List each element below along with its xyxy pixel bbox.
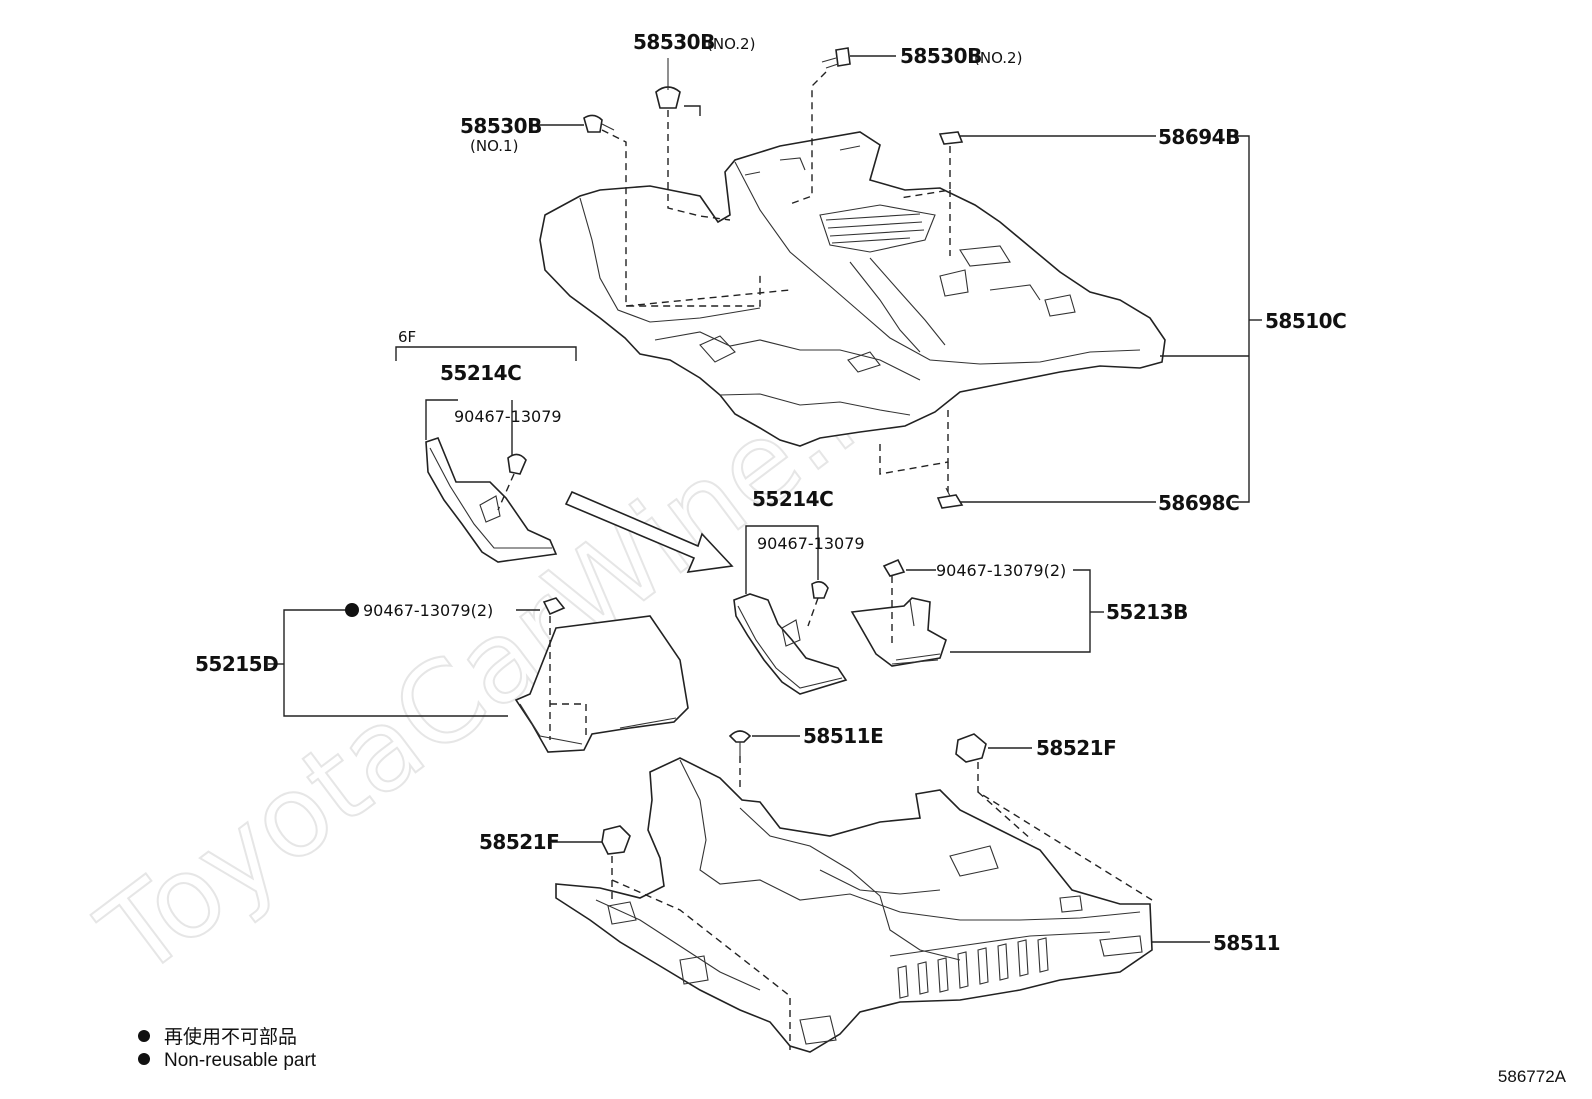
filled-circle-icon [138,1030,150,1042]
part-label-58530B-no2-right: 58530B (NO.2) [900,44,1022,68]
part-label-55215D: 55215D [195,652,278,676]
group-6F [395,346,577,361]
part-label-58698C: 58698C [1158,491,1239,515]
legend-text: 再使用不可部品 [164,1027,298,1048]
part-label-90467-mid: 90467-13079 [757,534,865,553]
part-label-58521F-left: 58521F [479,830,559,854]
part-number: 58530B [900,44,982,68]
part-label-58511: 58511 [1213,931,1280,955]
clip-58698C [936,487,964,509]
part-label-90467-left: 90467-13079 [454,407,562,426]
part-label-55214C-mid: 55214C [752,487,833,511]
part-label-58694B: 58694B [1158,125,1240,149]
fastener-58530B-no1 [583,114,615,133]
floor-silencer-58511-drawing [555,757,1153,1053]
clip-90467-mid [745,525,829,627]
fastener-58530B-no2-top [655,58,681,109]
clip-58511E [728,730,800,792]
clip-58521F-left [552,825,791,1050]
clip-58694B [938,131,964,145]
clip-90467-left [497,453,527,511]
fastener-58530B-no2-right [821,47,851,69]
legend-item-jp: 再使用不可部品 [138,1022,297,1049]
legend-text: Non-reusable part [164,1050,317,1071]
clip-58521F-right [955,733,1153,901]
part-label-90467-right: 90467-13079(2) [936,561,1066,580]
legend-item-en: Non-reusable part [138,1050,316,1072]
part-qualifier: (NO.2) [974,49,1022,67]
part-qualifier: (NO.2) [707,35,755,53]
direction-arrow [564,490,734,573]
upper-leader-lines [536,55,1262,503]
part-label-58521F-right: 58521F [1036,736,1116,760]
diagram-code: 586772A [1497,1067,1566,1086]
floor-carpet-assembly-drawing [539,131,1166,447]
group-label-6F: 6F [398,328,416,346]
clip-90467-right [882,558,1104,653]
part-label-58530B-no1: 58530B (NO.1) [460,114,542,155]
part-label-55213B: 55213B [1106,600,1188,624]
part-label-58510C: 58510C [1265,309,1346,333]
scuff-plate-55214C-mid [733,593,848,695]
leader-55214C-left [425,399,513,456]
part-label-55214C-left: 55214C [440,361,521,385]
clip-90467-55215D [268,597,587,740]
part-number: 58530B [633,30,715,54]
part-label-58530B-no2-top: 58530B (NO.2) [633,30,755,54]
filled-circle-icon [138,1053,150,1065]
non-reusable-marker [345,603,359,617]
cowl-trim-55215D [514,615,689,753]
scuff-plate-55214C-left [425,437,558,563]
cowl-side-trim-55213B [850,597,947,667]
part-number: 58530B [460,114,542,138]
part-qualifier: (NO.1) [470,137,518,155]
part-label-58511E: 58511E [803,724,883,748]
part-label-90467-55215D: 90467-13079(2) [363,601,493,620]
